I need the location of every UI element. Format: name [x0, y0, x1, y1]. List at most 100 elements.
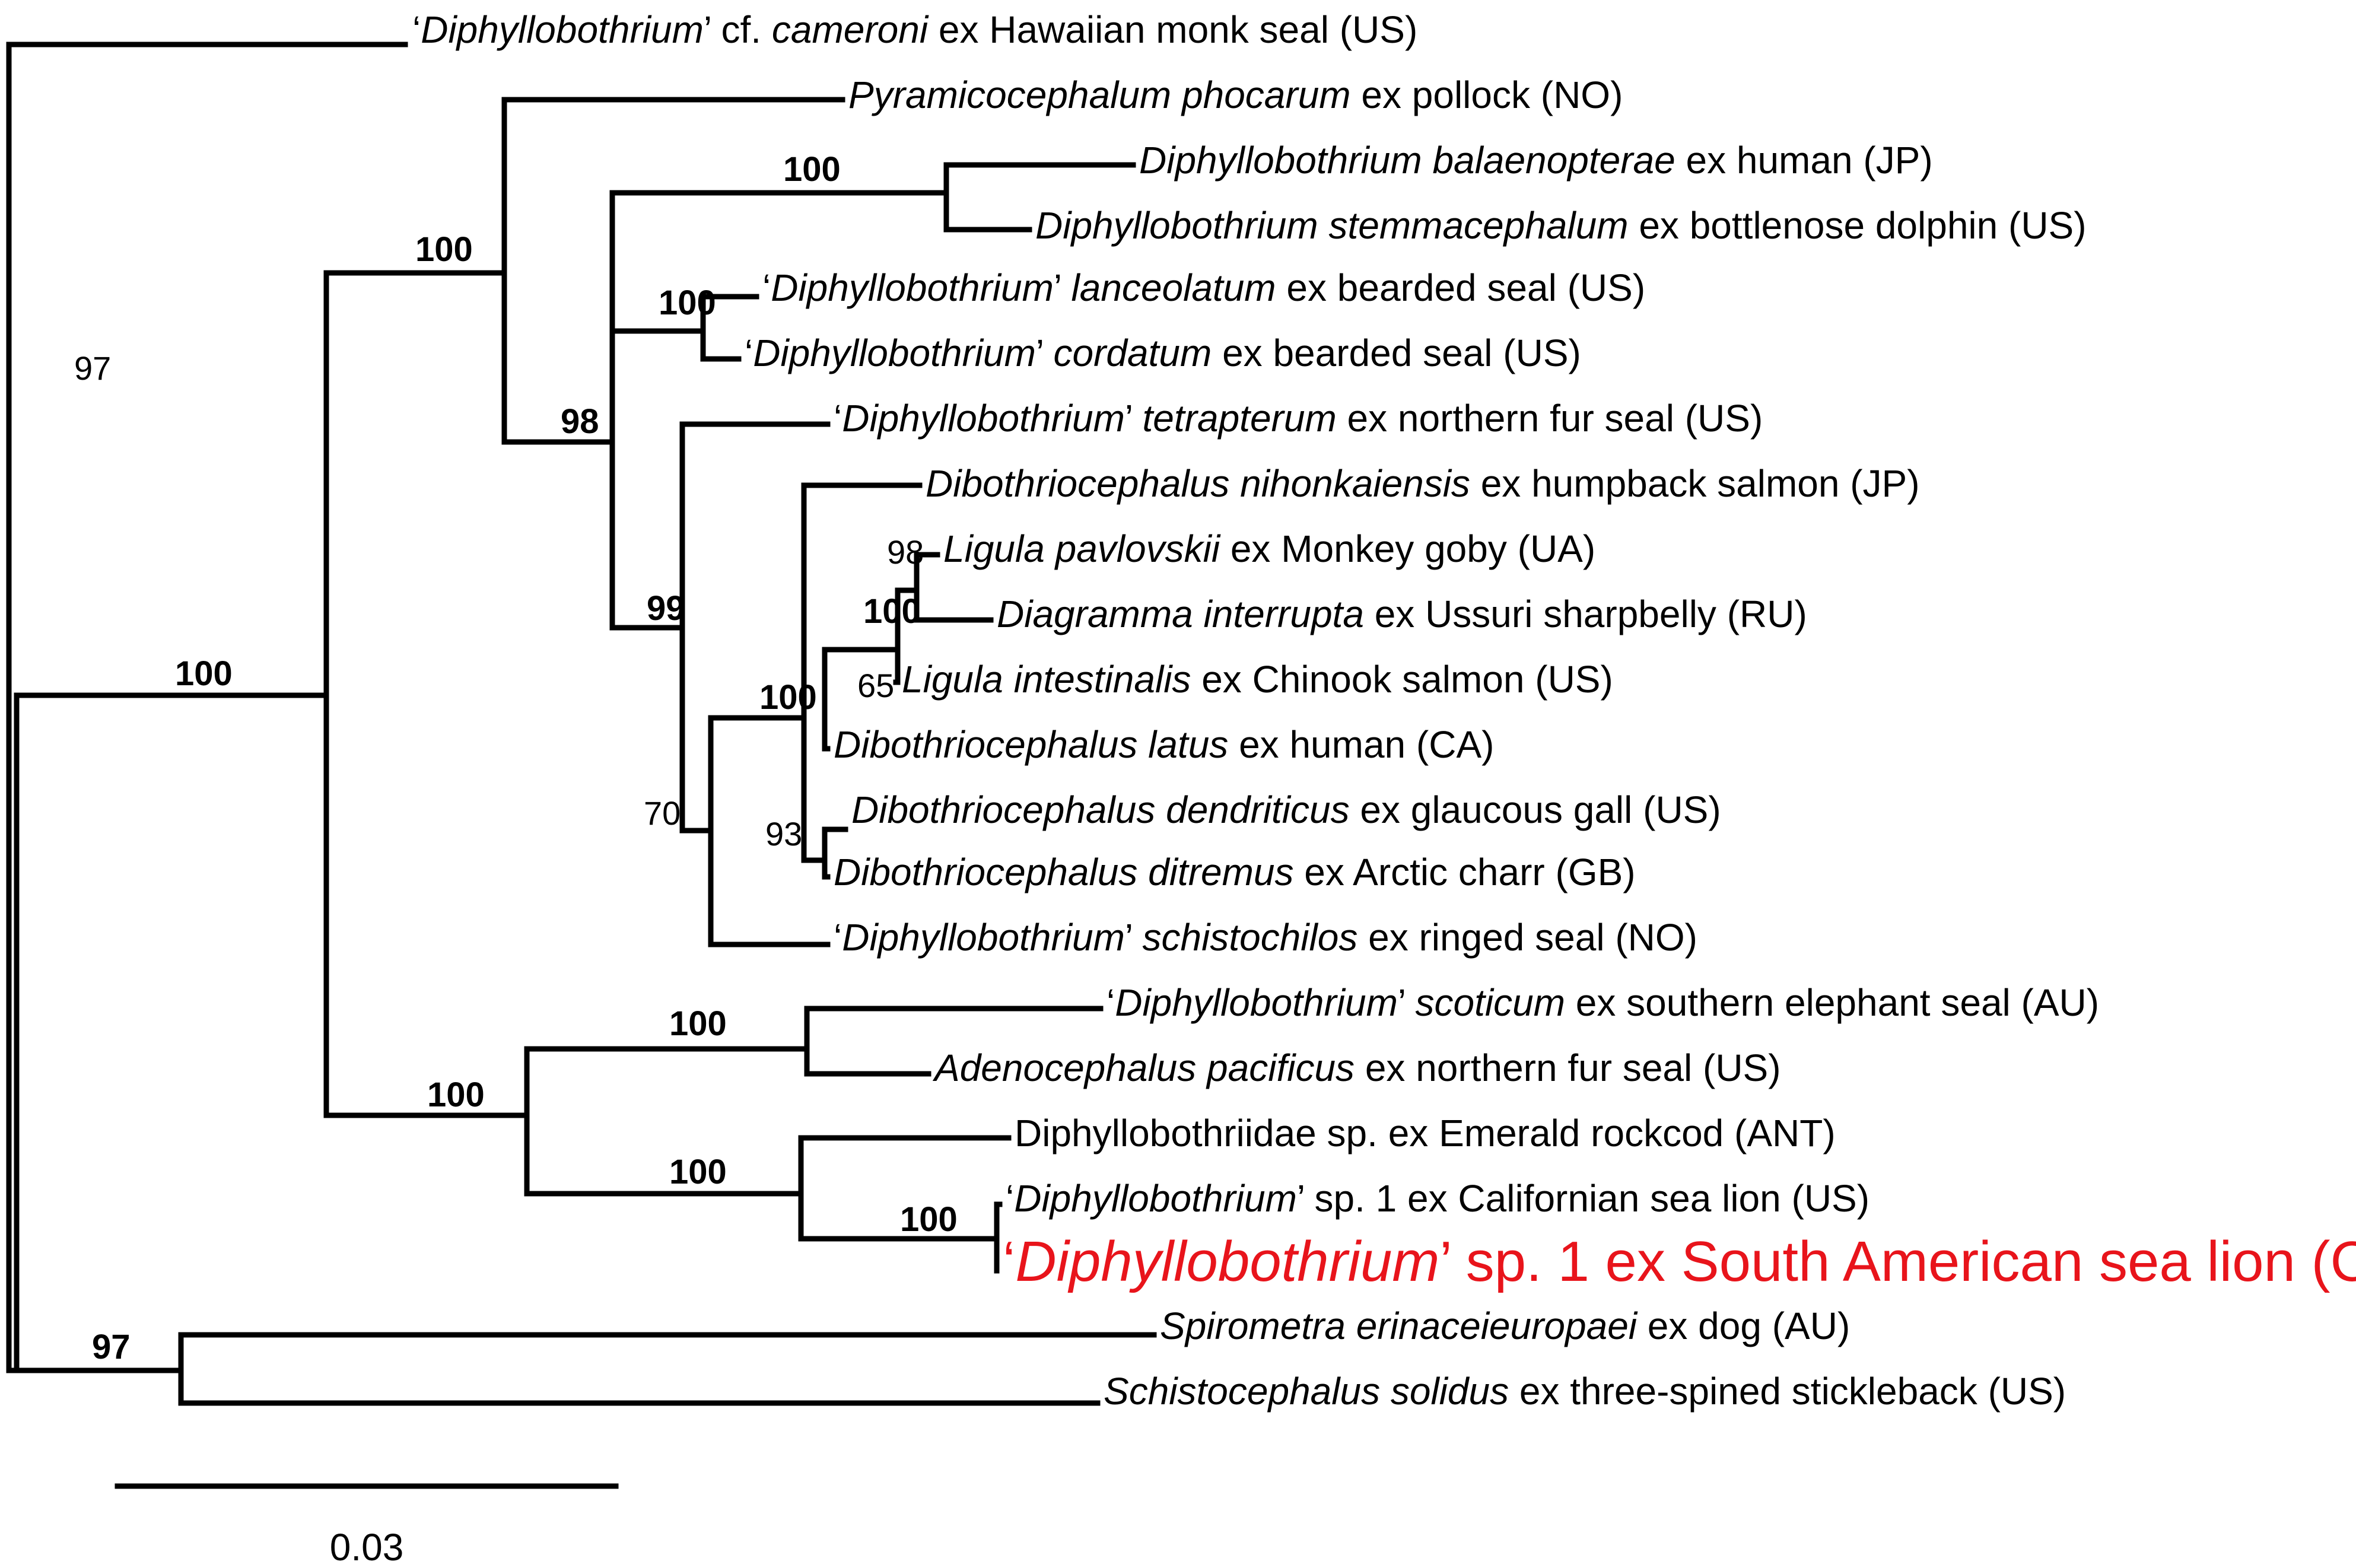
taxon-name-text: ex human (JP): [1675, 139, 1933, 182]
taxon-name-italic: Adenocephalus pacificus: [932, 1047, 1355, 1089]
support-value: 97: [92, 1328, 131, 1366]
taxon-name-italic: Diphyllobothrium: [771, 266, 1054, 309]
support-value: 100: [783, 150, 841, 189]
support-values: 97 100 100 98 100 100 99 70 100 100 98 65 93 100 100 10…: [74, 150, 958, 1366]
taxon-name-italic: Diphyllobothrium: [753, 332, 1036, 374]
taxon-name-text: ‘: [834, 397, 842, 440]
support-value: 100: [863, 592, 921, 631]
tip-label: Dibothriocephalus nihonkaiensis ex humpb…: [926, 462, 1920, 505]
taxon-name-text: ex southern elephant seal (AU): [1565, 981, 2099, 1024]
support-value: 100: [759, 678, 817, 717]
taxon-name-italic: cordatum: [1054, 332, 1212, 374]
taxon-name-text: ex three-spined stickleback (US): [1509, 1370, 2066, 1413]
support-value: 70: [644, 794, 681, 832]
tip-label: Ligula intestinalis ex Chinook salmon (U…: [902, 658, 1613, 701]
tip-label-highlighted: ‘Diphyllobothrium’ sp. 1 ex South Americ…: [1003, 1230, 2356, 1293]
taxon-name-italic: Spirometra erinaceieuropaei: [1160, 1305, 1638, 1347]
scale-bar-label: 0.03: [330, 1526, 404, 1568]
taxon-name-text: ex human (CA): [1228, 723, 1494, 766]
tip-label: Spirometra erinaceieuropaei ex dog (AU): [1160, 1305, 1850, 1347]
taxon-name-text: ’: [1036, 332, 1054, 374]
taxon-name-text: ex Chinook salmon (US): [1191, 658, 1613, 701]
taxon-name-italic: Ligula pavlovskii: [943, 527, 1221, 570]
tip-label: ‘Diphyllobothrium’ tetrapterum ex northe…: [834, 397, 1763, 440]
taxon-name-text: ’: [1398, 981, 1416, 1024]
tip-label: Adenocephalus pacificus ex northern fur …: [932, 1047, 1781, 1089]
taxon-name-text: ex ringed seal (NO): [1357, 916, 1697, 959]
tip-label: ‘Diphyllobothrium’ lanceolatum ex bearde…: [762, 266, 1645, 309]
taxon-name-italic: scoticum: [1416, 981, 1566, 1024]
taxon-name-italic: Dibothriocephalus latus: [834, 723, 1228, 766]
tree-branches: [6, 42, 1157, 1406]
support-value: 98: [561, 402, 599, 441]
support-value: 98: [887, 533, 924, 571]
tip-labels: ‘Diphyllobothrium’ cf. cameroni ex Hawai…: [412, 8, 2356, 1413]
taxon-name-italic: Diphyllobothrium: [1014, 1177, 1297, 1220]
taxon-name-text: ‘: [762, 266, 771, 309]
tip-label: Diagramma interrupta ex Ussuri sharpbell…: [997, 593, 1807, 635]
tip-label: Schistocephalus solidus ex three-spined …: [1104, 1370, 2066, 1413]
scale-bar: 0.03: [115, 1483, 619, 1568]
taxon-name-text: ’: [1054, 266, 1072, 309]
support-value: 100: [659, 284, 716, 322]
taxon-name-text: ex humpback salmon (JP): [1470, 462, 1920, 505]
taxon-name-text: ex bearded seal (US): [1276, 266, 1646, 309]
taxon-name-text: Diphyllobothriidae sp. ex Emerald rockco…: [1015, 1112, 1836, 1154]
taxon-name-italic: Diphyllobothrium stemmacephalum: [1035, 204, 1629, 247]
tip-label: ‘Diphyllobothrium’ cordatum ex bearded s…: [745, 332, 1581, 374]
tip-label: Diphyllobothriidae sp. ex Emerald rockco…: [1015, 1112, 1836, 1154]
taxon-name-text: ‘: [834, 916, 842, 959]
taxon-name-italic: Diphyllobothrium: [1015, 1230, 1439, 1293]
taxon-name-text: ‘: [1006, 1177, 1014, 1220]
taxon-name-text: ex pollock (NO): [1351, 74, 1623, 116]
taxon-name-italic: Dibothriocephalus nihonkaiensis: [926, 462, 1470, 505]
support-value: 100: [175, 654, 233, 693]
taxon-name-text: ex Hawaiian monk seal (US): [928, 8, 1417, 51]
taxon-name-italic: Schistocephalus solidus: [1104, 1370, 1509, 1413]
taxon-name-italic: Diphyllobothrium: [421, 8, 704, 51]
taxon-name-italic: Pyramicocephalum phocarum: [848, 74, 1351, 116]
support-value: 99: [647, 589, 685, 628]
taxon-name-text: ‘: [412, 8, 421, 51]
taxon-name-italic: Dibothriocephalus dendriticus: [851, 788, 1350, 831]
taxon-name-text: ’ cf.: [704, 8, 772, 51]
taxon-name-text: ‘: [745, 332, 753, 374]
tip-label: Diphyllobothrium balaenopterae ex human …: [1139, 139, 1933, 182]
tip-label: ‘Diphyllobothrium’ scoticum ex southern …: [1107, 981, 2099, 1024]
support-value: 100: [900, 1200, 958, 1239]
taxon-name-italic: Diagramma interrupta: [997, 593, 1364, 635]
taxon-name-italic: Diphyllobothrium: [1115, 981, 1398, 1024]
taxon-name-text: ex Arctic charr (GB): [1294, 851, 1636, 893]
taxon-name-italic: Dibothriocephalus ditremus: [834, 851, 1294, 893]
taxon-name-italic: schistochilos: [1143, 916, 1358, 959]
taxon-name-text: ex northern fur seal (US): [1337, 397, 1763, 440]
taxon-name-text: ‘: [1107, 981, 1115, 1024]
support-value: 97: [74, 349, 111, 387]
tip-label: Dibothriocephalus latus ex human (CA): [834, 723, 1494, 766]
support-value: 93: [765, 815, 802, 853]
taxon-name-italic: lanceolatum: [1072, 266, 1276, 309]
taxon-name-italic: cameroni: [772, 8, 929, 51]
tip-label: Pyramicocephalum phocarum ex pollock (NO…: [848, 74, 1623, 116]
taxon-name-text: ’: [1125, 397, 1143, 440]
taxon-name-text: ex bearded seal (US): [1212, 332, 1581, 374]
taxon-name-text: ’ sp. 1 ex South American sea lion (CL): [1439, 1230, 2356, 1293]
tip-label: Dibothriocephalus ditremus ex Arctic cha…: [834, 851, 1636, 893]
tip-label: ‘Diphyllobothrium’ sp. 1 ex Californian …: [1006, 1177, 1869, 1220]
support-value: 65: [857, 667, 894, 704]
tip-label: Diphyllobothrium stemmacephalum ex bottl…: [1035, 204, 2087, 247]
taxon-name-italic: Ligula intestinalis: [902, 658, 1191, 701]
taxon-name-text: ex glaucous gall (US): [1350, 788, 1721, 831]
support-value: 100: [427, 1076, 485, 1114]
taxon-name-text: ’ sp. 1 ex Californian sea lion (US): [1297, 1177, 1869, 1220]
taxon-name-text: ex Monkey goby (UA): [1220, 527, 1595, 570]
taxon-name-text: ex bottlenose dolphin (US): [1629, 204, 2087, 247]
support-value: 100: [669, 1004, 727, 1043]
tip-label: Dibothriocephalus dendriticus ex glaucou…: [851, 788, 1721, 831]
support-value: 100: [415, 230, 473, 269]
taxon-name-text: ex Ussuri sharpbelly (RU): [1364, 593, 1807, 635]
taxon-name-text: ex dog (AU): [1637, 1305, 1850, 1347]
taxon-name-text: ’: [1125, 916, 1143, 959]
support-value: 100: [669, 1153, 727, 1191]
